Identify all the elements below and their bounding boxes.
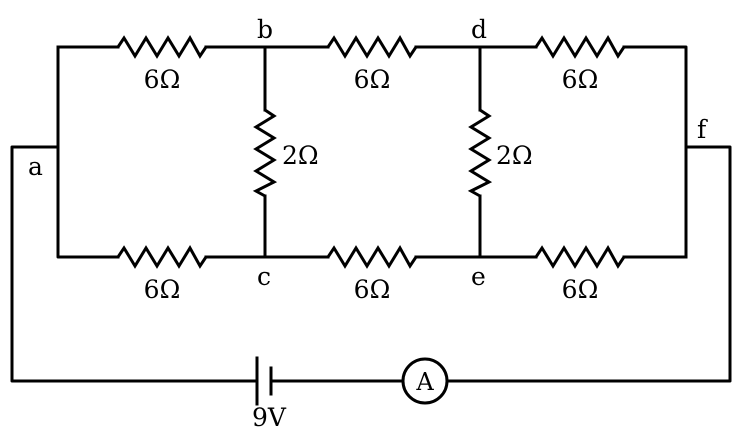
wire-top-right xyxy=(622,45,688,259)
ammeter-circle xyxy=(401,357,449,405)
resistor-top-middle xyxy=(326,35,418,59)
label-resistor-bottom-left: 6Ω xyxy=(144,275,181,304)
node-label-f: f xyxy=(697,115,708,144)
resistor-bottom-middle xyxy=(326,245,418,269)
resistor-vertical-de xyxy=(467,108,493,198)
resistor-vertical-bc xyxy=(252,108,278,198)
node-label-a: a xyxy=(28,152,43,181)
wire-loop-left xyxy=(10,145,259,383)
resistor-top-left xyxy=(116,35,208,59)
label-resistor-vertical-bc: 2Ω xyxy=(282,141,319,170)
node-label-c: c xyxy=(257,262,271,291)
node-label-d: d xyxy=(471,15,487,44)
resistor-bottom-right xyxy=(534,245,626,269)
circuit-wires xyxy=(10,45,732,383)
label-resistor-bottom-middle: 6Ω xyxy=(354,275,391,304)
resistor-bottom-left xyxy=(116,245,208,269)
node-label-e: e xyxy=(471,262,486,291)
battery xyxy=(255,356,273,406)
label-resistor-top-middle: 6Ω xyxy=(354,65,391,94)
label-resistor-bottom-right: 6Ω xyxy=(562,275,599,304)
wire-bottom-left xyxy=(56,45,120,259)
label-resistor-top-left: 6Ω xyxy=(144,65,181,94)
ammeter: A xyxy=(401,357,449,405)
resistor-top-right xyxy=(534,35,626,59)
wire-loop-right xyxy=(446,145,732,383)
node-label-b: b xyxy=(257,15,273,44)
label-resistor-vertical-de: 2Ω xyxy=(496,141,533,170)
label-resistor-top-right: 6Ω xyxy=(562,65,599,94)
label-battery: 9V xyxy=(252,403,287,432)
ammeter-label: A xyxy=(415,368,434,396)
